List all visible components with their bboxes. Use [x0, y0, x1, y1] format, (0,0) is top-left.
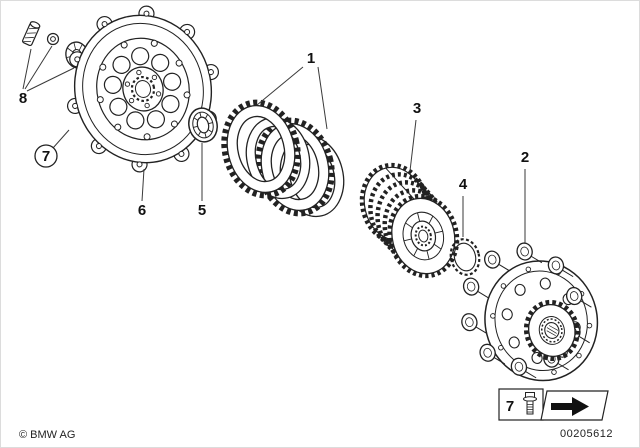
callout-6[interactable]: 6	[138, 202, 146, 219]
callout-5[interactable]: 5	[198, 202, 206, 219]
plug-part	[21, 21, 41, 47]
callout-7[interactable]: 7	[42, 148, 50, 165]
part-number: 00205612	[560, 428, 613, 440]
callout-1[interactable]: 1	[307, 50, 315, 67]
bolt-icon	[523, 392, 537, 415]
bearing	[188, 107, 218, 143]
callout-8[interactable]: 8	[19, 90, 27, 107]
legend-item-number[interactable]: 7	[506, 398, 514, 415]
friction-plate	[221, 99, 301, 199]
arrow-icon	[551, 397, 589, 416]
clutch-plate-stack	[221, 99, 345, 218]
spline-washer	[449, 238, 481, 276]
copyright-text: © BMW AG	[19, 429, 75, 441]
clutch-hub	[359, 162, 460, 279]
direction-arrow-box	[540, 390, 609, 421]
callout-4[interactable]: 4	[459, 176, 468, 193]
leader-lines	[22, 45, 526, 244]
callout-7-circle	[34, 144, 58, 168]
clutch-cover-plate	[66, 5, 220, 173]
small-washer	[46, 32, 60, 46]
clutch-basket	[461, 242, 599, 382]
callout-2[interactable]: 2	[521, 149, 529, 166]
basket-center-gear	[523, 299, 580, 362]
callout-3[interactable]: 3	[413, 100, 421, 117]
legend-box	[498, 388, 544, 421]
